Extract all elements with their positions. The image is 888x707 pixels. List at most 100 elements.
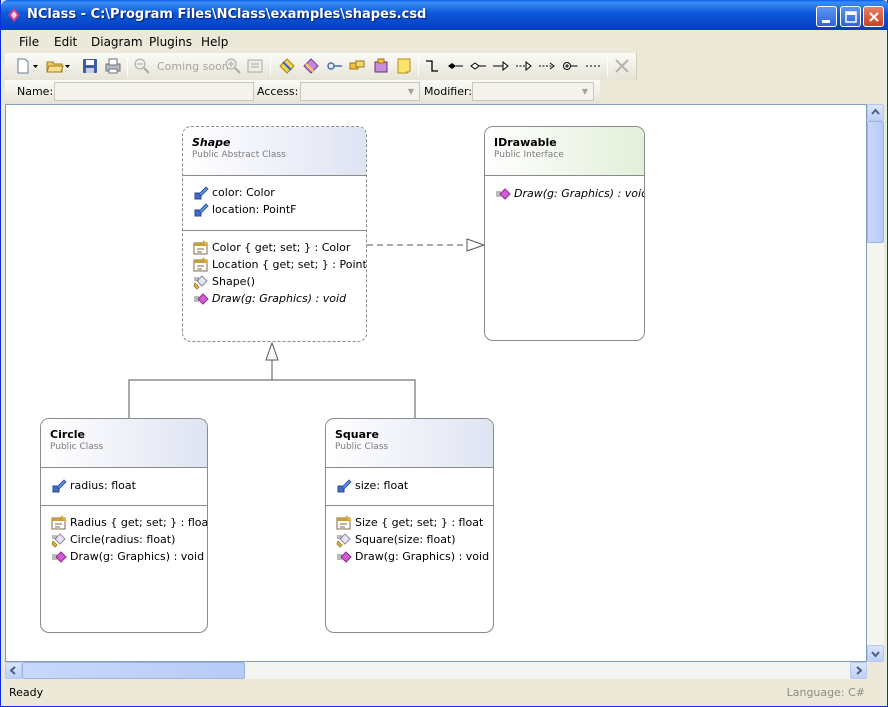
class-shape[interactable]: Shape Public Abstract Class color: Color… bbox=[182, 126, 367, 342]
menu-file[interactable]: File bbox=[19, 35, 40, 49]
comment-link-button[interactable] bbox=[584, 57, 602, 75]
zoom-in-icon bbox=[225, 58, 241, 74]
nclass-app-icon bbox=[8, 8, 20, 22]
class-square[interactable]: Square Public Class size: float Size { g… bbox=[325, 418, 494, 633]
scroll-down-button[interactable] bbox=[867, 645, 884, 662]
composition-button[interactable] bbox=[446, 57, 464, 75]
scroll-right-button[interactable] bbox=[850, 662, 867, 679]
constructor-icon bbox=[51, 532, 67, 548]
maximize-button[interactable] bbox=[840, 6, 861, 27]
scroll-up-button[interactable] bbox=[867, 104, 884, 121]
field-icon bbox=[51, 478, 67, 494]
close-icon bbox=[869, 12, 879, 22]
delete-icon bbox=[615, 59, 629, 73]
constructor-icon bbox=[193, 274, 209, 290]
access-label: Access: bbox=[257, 85, 299, 98]
menu-bar: File Edit Diagram Plugins Help bbox=[5, 30, 885, 52]
close-button[interactable] bbox=[863, 6, 884, 27]
property-icon bbox=[193, 257, 209, 273]
class-name: Shape bbox=[192, 136, 231, 149]
delete-button[interactable] bbox=[613, 57, 631, 75]
property-icon bbox=[51, 515, 67, 531]
dependency-button[interactable] bbox=[538, 57, 556, 75]
menu-diagram[interactable]: Diagram bbox=[91, 35, 143, 49]
interface-idrawable[interactable]: IDrawable Public Interface Draw(g: Graph… bbox=[484, 126, 645, 341]
nesting-button[interactable] bbox=[561, 57, 579, 75]
toolbar-separator bbox=[418, 57, 419, 76]
class-name: Circle bbox=[50, 428, 86, 441]
zoom-in-button[interactable] bbox=[224, 57, 242, 75]
vertical-scroll-thumb[interactable] bbox=[867, 121, 884, 243]
zoom-out-button[interactable] bbox=[133, 57, 151, 75]
method-icon bbox=[193, 291, 209, 307]
new-dropdown[interactable] bbox=[32, 57, 40, 75]
access-select[interactable]: ▼ bbox=[300, 82, 420, 101]
menu-plugins[interactable]: Plugins bbox=[149, 35, 192, 49]
auto-zoom-icon bbox=[247, 59, 263, 73]
method-icon bbox=[495, 186, 511, 202]
toolbar-separator bbox=[127, 57, 128, 76]
name-field[interactable] bbox=[54, 82, 254, 101]
menu-edit[interactable]: Edit bbox=[54, 35, 78, 49]
new-comment-button[interactable] bbox=[395, 57, 413, 75]
window-title: NClass - C:\Program Files\NClass\example… bbox=[27, 7, 427, 22]
save-button[interactable] bbox=[81, 57, 99, 75]
generalization-icon bbox=[493, 60, 509, 72]
maximize-icon bbox=[845, 11, 857, 23]
realization-icon bbox=[516, 60, 532, 72]
chevron-down-icon bbox=[33, 65, 38, 68]
scroll-left-button[interactable] bbox=[5, 662, 22, 679]
new-file-icon bbox=[17, 58, 29, 74]
chevron-down-icon bbox=[65, 65, 70, 68]
constructor-icon bbox=[336, 532, 352, 548]
modifier-select[interactable]: ▼ bbox=[472, 82, 594, 101]
generalization-button[interactable] bbox=[492, 57, 510, 75]
toolbar-separator bbox=[270, 57, 271, 76]
vertical-scrollbar[interactable] bbox=[867, 104, 884, 662]
zoom-out-icon bbox=[134, 58, 150, 74]
print-icon bbox=[105, 58, 121, 74]
title-bar[interactable]: NClass - C:\Program Files\NClass\example… bbox=[1, 0, 888, 30]
menu-help[interactable]: Help bbox=[201, 35, 229, 49]
method-icon bbox=[336, 549, 352, 565]
field-icon bbox=[336, 478, 352, 494]
association-button[interactable] bbox=[423, 57, 441, 75]
new-button[interactable] bbox=[14, 57, 32, 75]
class-kind: Public Class bbox=[50, 442, 104, 452]
print-button[interactable] bbox=[104, 57, 122, 75]
diagram-canvas[interactable]: Shape Public Abstract Class color: Color… bbox=[5, 104, 867, 662]
new-struct-button[interactable] bbox=[302, 57, 320, 75]
field-icon bbox=[193, 185, 209, 201]
new-enum-button[interactable] bbox=[348, 57, 366, 75]
chevron-up-icon bbox=[871, 108, 880, 115]
new-interface-button[interactable] bbox=[326, 57, 344, 75]
realization-arrowhead bbox=[466, 238, 486, 252]
property-icon bbox=[193, 240, 209, 256]
fields-section: color: Color location: PointF bbox=[183, 176, 366, 231]
open-button[interactable] bbox=[46, 57, 64, 75]
generalization-arrowhead bbox=[265, 341, 279, 361]
property-icon bbox=[336, 515, 352, 531]
class-kind: Public Abstract Class bbox=[192, 150, 286, 160]
comment-icon bbox=[397, 58, 411, 74]
class-circle[interactable]: Circle Public Class radius: float Radius… bbox=[40, 418, 208, 633]
minimize-button[interactable] bbox=[816, 6, 837, 27]
auto-zoom-button[interactable] bbox=[246, 57, 264, 75]
aggregation-button[interactable] bbox=[469, 57, 487, 75]
new-class-button[interactable] bbox=[278, 57, 296, 75]
field-icon bbox=[193, 202, 209, 218]
save-icon bbox=[83, 59, 97, 73]
realization-button[interactable] bbox=[515, 57, 533, 75]
interface-header: IDrawable Public Interface bbox=[485, 127, 644, 176]
horizontal-scroll-thumb[interactable] bbox=[22, 662, 245, 679]
status-bar: Ready Language: C# bbox=[5, 681, 885, 703]
method-icon bbox=[51, 549, 67, 565]
open-folder-icon bbox=[46, 61, 64, 73]
horizontal-scrollbar[interactable] bbox=[5, 662, 867, 679]
class-header: Circle Public Class bbox=[41, 419, 207, 468]
new-delegate-button[interactable] bbox=[372, 57, 390, 75]
open-dropdown[interactable] bbox=[64, 57, 72, 75]
name-label: Name: bbox=[17, 85, 54, 98]
enum-icon bbox=[349, 60, 365, 70]
